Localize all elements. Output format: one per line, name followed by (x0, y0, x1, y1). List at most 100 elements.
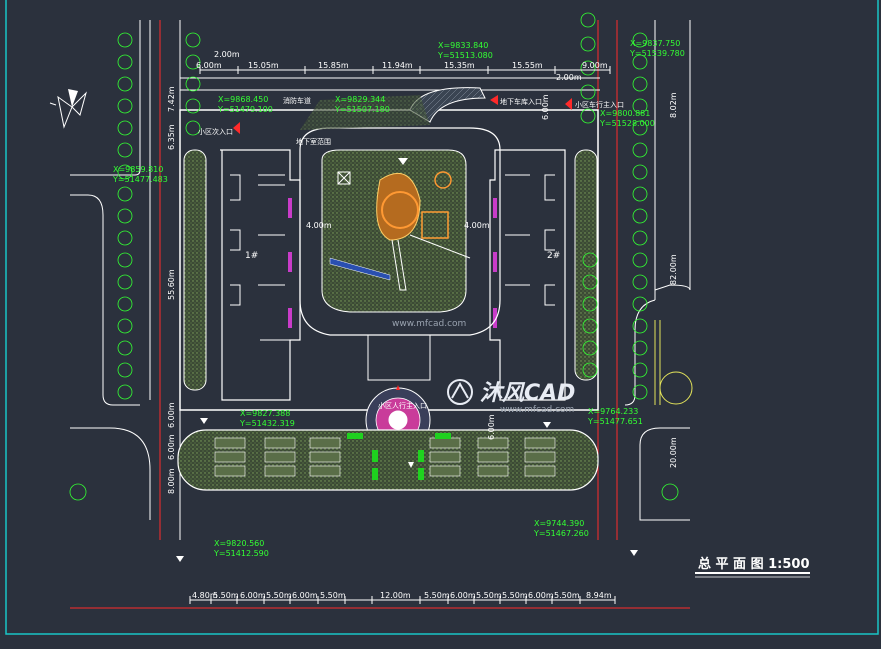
left-dim-top2: 6.35m (167, 124, 176, 150)
entry-marker-right (565, 98, 572, 110)
north-road (180, 77, 600, 91)
tree-icon (185, 98, 201, 114)
tree-icon (117, 274, 133, 290)
east-green-belt (574, 149, 598, 381)
bottom-dim-11: 5.50m (502, 591, 528, 600)
svg-text:X=9764.233: X=9764.233 (588, 407, 638, 416)
entry-marker-left (233, 122, 240, 134)
svg-text:Y=51513.080: Y=51513.080 (437, 51, 493, 60)
top-dim-7: 15.55m (512, 61, 543, 70)
building-2-label: 2# (547, 251, 560, 261)
building-1-label: 1# (245, 251, 258, 261)
tree-icon (632, 230, 648, 246)
bottom-dim-ticks (189, 596, 616, 604)
top-dim-3: 15.05m (248, 61, 279, 70)
inner-right-dim: 6.00m (541, 94, 550, 120)
tree-icon (185, 32, 201, 48)
tree-icon (582, 362, 598, 378)
svg-text:Y=51507.180: Y=51507.180 (334, 105, 390, 114)
tree-icon (632, 32, 648, 48)
top-dim-4: 15.85m (318, 61, 349, 70)
top-dim-9: 9.00m (582, 61, 608, 70)
tree-icon (117, 318, 133, 334)
tree-icon (185, 76, 201, 92)
tree-icon (117, 32, 133, 48)
left-dim-low2: 6.00m (167, 434, 176, 460)
svg-text:Y=51479.100: Y=51479.100 (217, 105, 273, 114)
svg-text:Y=51539.780: Y=51539.780 (629, 49, 685, 58)
tree-icon (632, 54, 648, 70)
north-green (300, 95, 430, 130)
parking-stalls (214, 437, 556, 477)
tree-icon (632, 384, 648, 400)
tree-icon (117, 230, 133, 246)
svg-text:X=9829.344: X=9829.344 (335, 95, 385, 104)
tree-icon (580, 60, 596, 76)
tree-icon (582, 340, 598, 356)
bottom-dim-5: 6.00m (292, 591, 318, 600)
tree-rows (69, 12, 679, 501)
tree-icon (117, 98, 133, 114)
court-left-dim: 4.00m (306, 221, 332, 230)
bottom-dim-7: 12.00m (380, 591, 411, 600)
svg-text:Y=51477.483: Y=51477.483 (112, 175, 168, 184)
tree-icon (582, 296, 598, 312)
bottom-dim-3: 6.00m (240, 591, 266, 600)
tree-icon (632, 252, 648, 268)
top-dim-ticks (199, 66, 611, 74)
svg-text:Y=51467.260: Y=51467.260 (533, 529, 589, 538)
tree-icon (632, 362, 648, 378)
tree-icon (117, 76, 133, 92)
tree-icon (580, 12, 596, 28)
entry-left-label: 小区次入口 (198, 127, 233, 136)
tree-icon (117, 362, 133, 378)
bottom-dim-8: 5.50m (424, 591, 450, 600)
underground-label: 地下室范围 (296, 137, 331, 146)
bottom-dim-1: 4.80m (192, 591, 218, 600)
top-dim-6: 15.35m (444, 61, 475, 70)
svg-text:X=9833.840: X=9833.840 (438, 41, 488, 50)
right-dim-low: 20.00m (669, 437, 678, 468)
tree-icon (117, 340, 133, 356)
svg-text:Y=51528.000: Y=51528.000 (599, 119, 655, 128)
building-2 (489, 149, 566, 401)
svg-text:X=9744.390: X=9744.390 (534, 519, 584, 528)
tree-icon (185, 54, 201, 70)
tree-icon (580, 84, 596, 100)
west-road (70, 20, 181, 540)
bottom-dim-13: 5.50m (554, 591, 580, 600)
svg-text:X=9800.881: X=9800.881 (600, 109, 650, 118)
top-dim-2: 6.00m (196, 61, 222, 70)
watermark-brand: 沐风CAD (480, 381, 575, 406)
left-dim-low1: 6.00m (167, 402, 176, 428)
entry-main-label: 小区人行主入口 (378, 401, 427, 410)
tree-icon (117, 142, 133, 158)
right-dim-mid: 82.00m (669, 254, 678, 285)
bottom-dim-2: 5.50m (213, 591, 239, 600)
tree-icon (117, 186, 133, 202)
bottom-dim-14: 8.94m (586, 591, 612, 600)
tree-icon (117, 120, 133, 136)
garage-ramp (409, 87, 486, 123)
fire-plaza-label: 消防车道 (283, 96, 311, 105)
tree-icon (185, 120, 201, 136)
svg-text:X=9859.810: X=9859.810 (113, 165, 163, 174)
top-dim-5: 11.94m (382, 61, 413, 70)
west-green-belt (183, 149, 207, 391)
tree-icon (117, 54, 133, 70)
svg-text:X=9820.560: X=9820.560 (214, 539, 264, 548)
court-right-dim: 4.00m (464, 221, 490, 230)
tree-icon (582, 318, 598, 334)
bottom-dim-9: 6.00m (450, 591, 476, 600)
tree-icon (117, 384, 133, 400)
tree-icon (632, 164, 648, 180)
svg-text:X=9868.450: X=9868.450 (218, 95, 268, 104)
